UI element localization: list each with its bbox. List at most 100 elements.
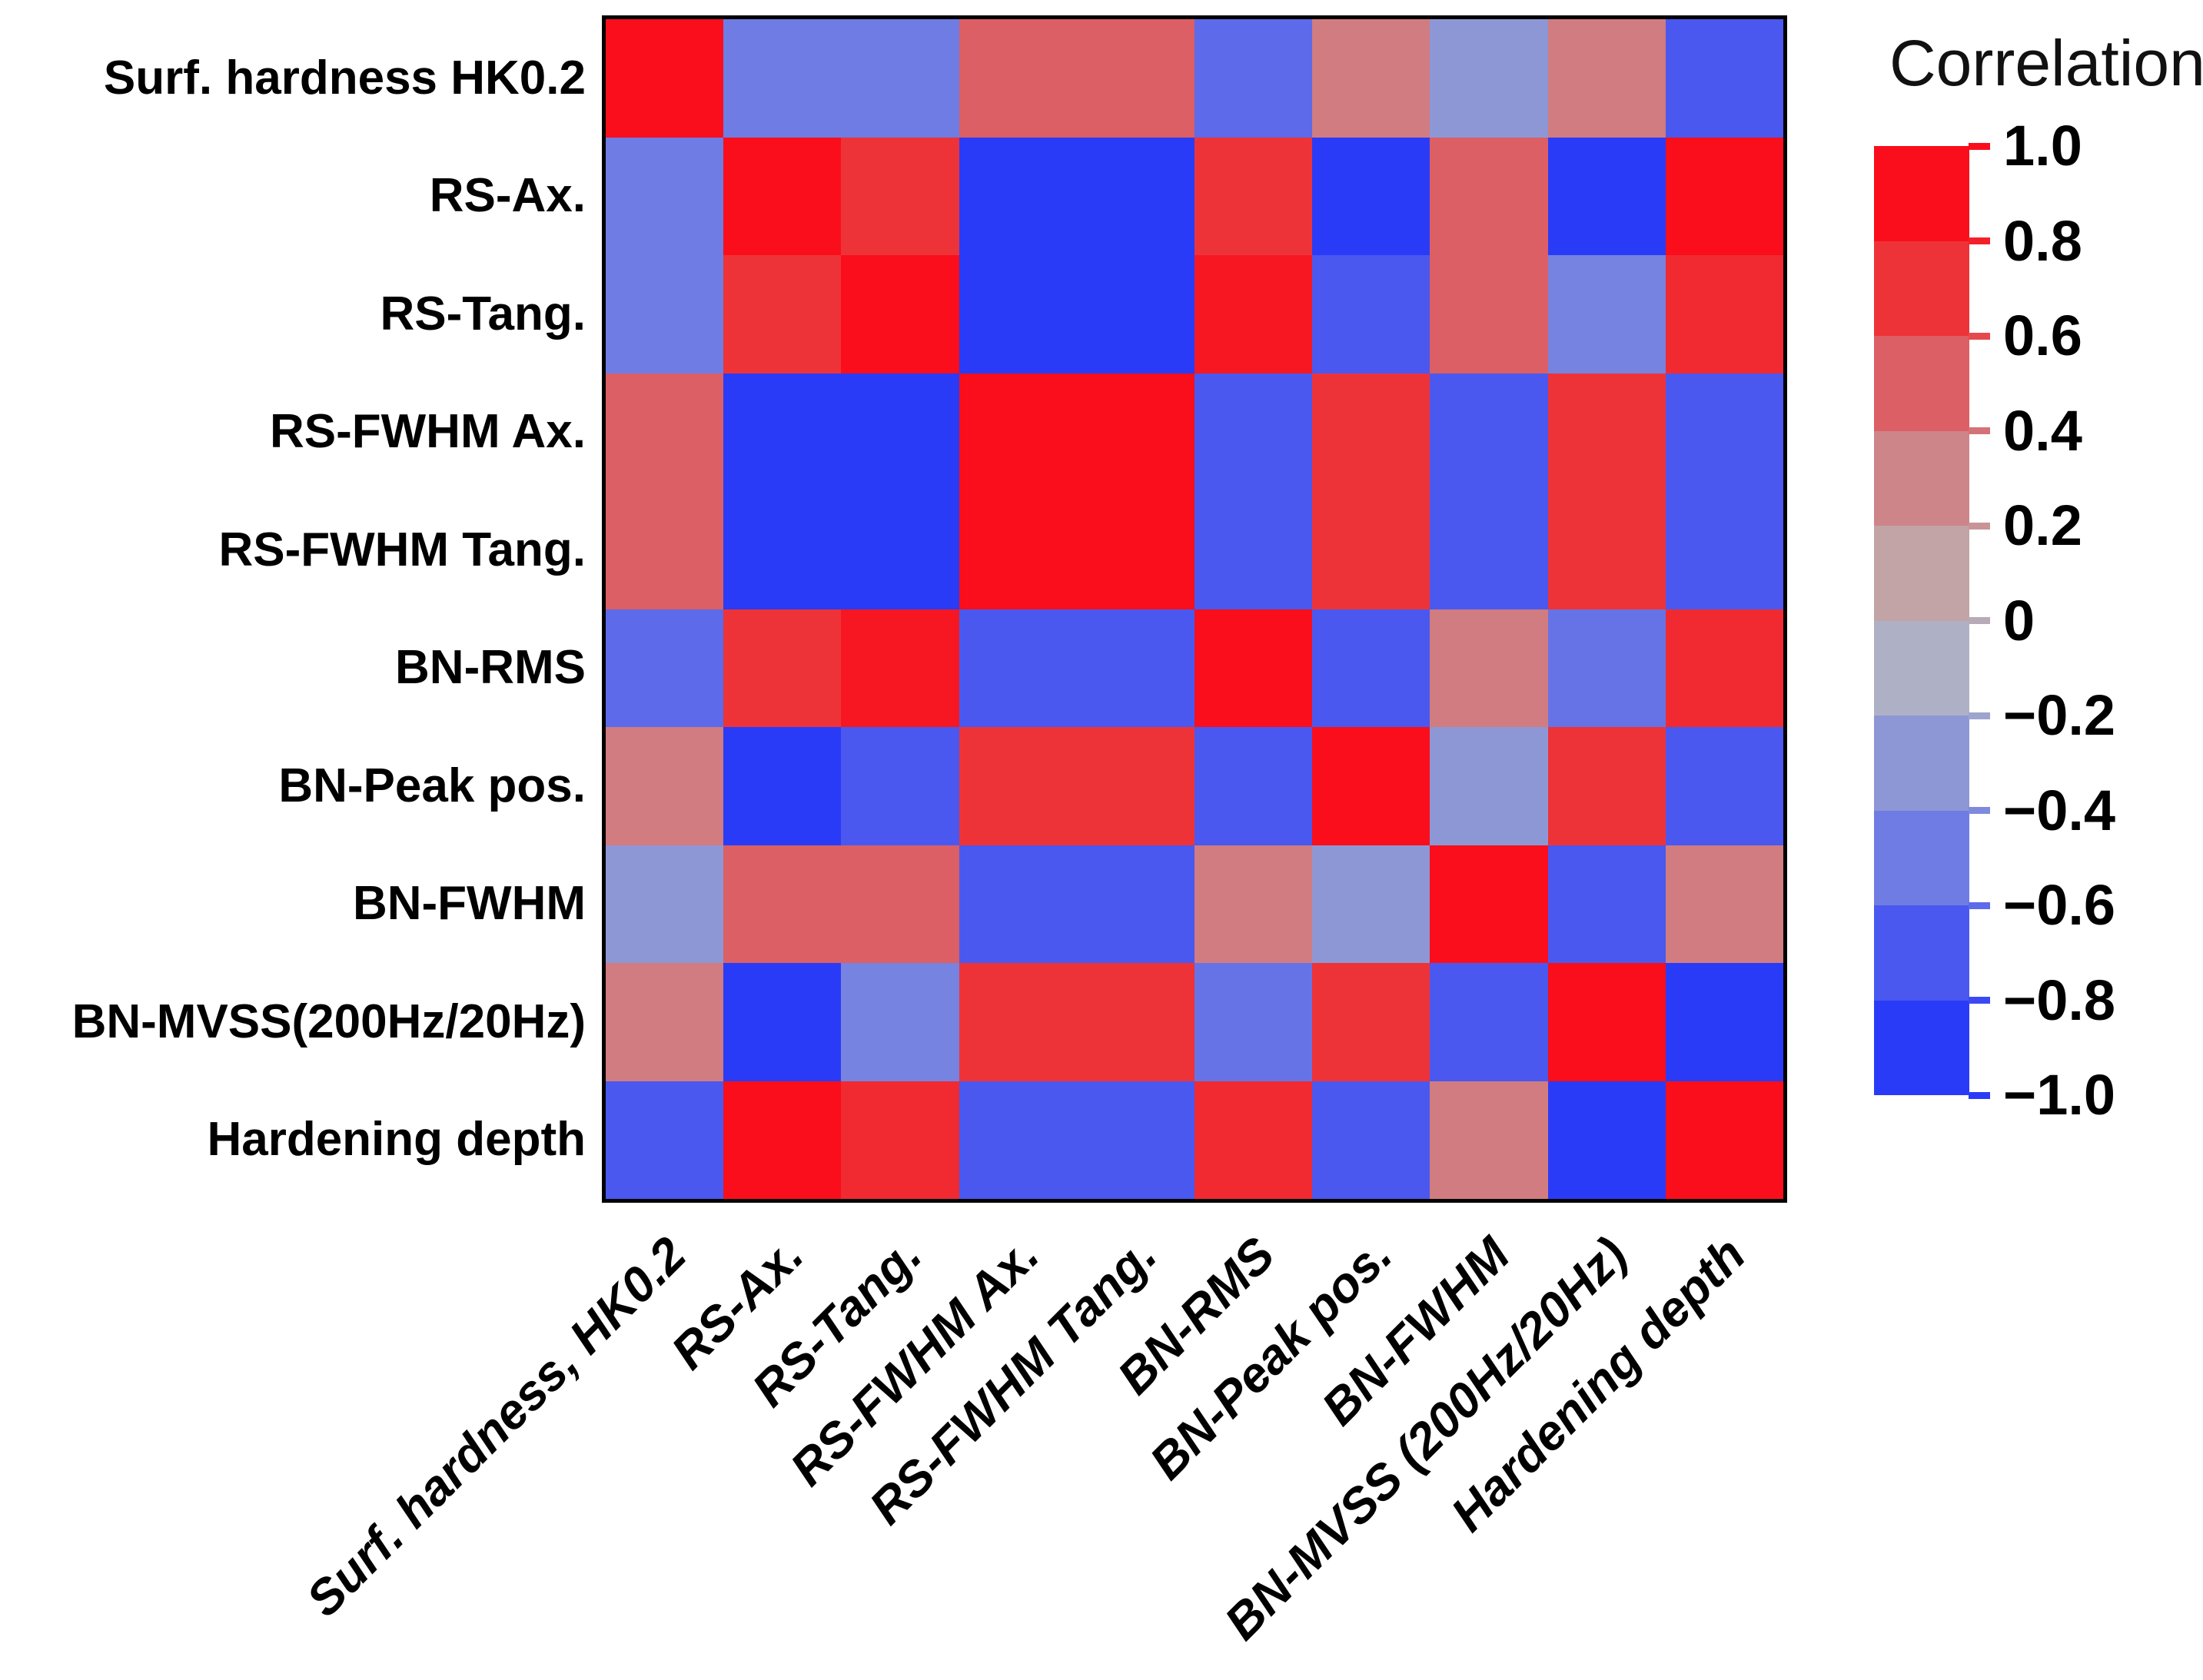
heatmap-cell xyxy=(959,491,1077,609)
heatmap-cell xyxy=(959,373,1077,491)
heatmap-cell xyxy=(1430,1081,1548,1199)
heatmap-cell xyxy=(1076,137,1195,255)
y-axis-label: Surf. hardness HK0.2 xyxy=(103,51,586,105)
colorbar-tick-label: 0.2 xyxy=(2003,493,2082,557)
heatmap-cell xyxy=(606,609,724,727)
colorbar-tick-label: 0.6 xyxy=(2003,304,2082,367)
heatmap-cell xyxy=(1665,255,1783,374)
heatmap-cell xyxy=(1665,373,1783,491)
heatmap-cell xyxy=(606,491,724,609)
heatmap-cell xyxy=(959,963,1077,1081)
heatmap-cell xyxy=(1076,845,1195,963)
heatmap-cell xyxy=(1312,963,1430,1081)
heatmap-cell xyxy=(723,609,842,727)
heatmap-cell xyxy=(1312,137,1430,255)
heatmap-cell xyxy=(1547,727,1666,845)
heatmap-cell xyxy=(1665,137,1783,255)
colorbar-segment xyxy=(1874,905,1969,1001)
y-axis-label: RS-FWHM Tang. xyxy=(218,523,586,576)
heatmap-cell xyxy=(723,963,842,1081)
heatmap-cell xyxy=(1194,137,1313,255)
heatmap-cell xyxy=(1312,609,1430,727)
heatmap-cell xyxy=(723,1081,842,1199)
heatmap-cell xyxy=(1547,1081,1666,1199)
heatmap-cell xyxy=(1547,255,1666,374)
colorbar-segment xyxy=(1874,715,1969,811)
y-axis-label: BN-RMS xyxy=(395,641,586,695)
heatmap-cell xyxy=(841,137,959,255)
heatmap-cell xyxy=(1430,609,1548,727)
colorbar-tick xyxy=(1969,997,1990,1004)
heatmap-cell xyxy=(1194,255,1313,374)
heatmap-cell xyxy=(1312,491,1430,609)
colorbar-tick-label: 0.4 xyxy=(2003,398,2082,463)
heatmap-cell xyxy=(723,255,842,374)
heatmap-cell xyxy=(841,609,959,727)
heatmap-cell xyxy=(1665,727,1783,845)
heatmap-cell xyxy=(1076,255,1195,374)
y-axis-label: BN-FWHM xyxy=(352,877,586,931)
heatmap-cell xyxy=(606,373,724,491)
heatmap-cell xyxy=(1430,491,1548,609)
colorbar-tick xyxy=(1969,807,1990,814)
heatmap-cell xyxy=(606,255,724,374)
heatmap-cell xyxy=(1665,609,1783,727)
colorbar-tick xyxy=(1969,332,1990,340)
heatmap-cell xyxy=(959,1081,1077,1199)
heatmap-cell xyxy=(1076,19,1195,138)
heatmap-cell xyxy=(959,845,1077,963)
colorbar-tick xyxy=(1969,1091,1990,1099)
colorbar-tick-label: −0.2 xyxy=(2003,683,2116,747)
heatmap-cell xyxy=(1312,1081,1430,1199)
heatmap-cell xyxy=(1430,845,1548,963)
heatmap-cell xyxy=(723,845,842,963)
colorbar-tick-label: −0.6 xyxy=(2003,873,2116,937)
heatmap-cell xyxy=(841,963,959,1081)
heatmap-cell xyxy=(723,727,842,845)
heatmap-cell xyxy=(1194,845,1313,963)
colorbar-segment xyxy=(1874,430,1969,526)
heatmap-cell xyxy=(1547,19,1666,138)
heatmap-cell xyxy=(606,137,724,255)
colorbar-segment xyxy=(1874,336,1969,431)
y-axis-label: BN-Peak pos. xyxy=(278,759,586,812)
heatmap-cell xyxy=(959,19,1077,138)
heatmap-cell xyxy=(1312,255,1430,374)
colorbar-tick xyxy=(1969,522,1990,530)
heatmap-cell xyxy=(1430,727,1548,845)
heatmap-cell xyxy=(841,727,959,845)
colorbar-tick xyxy=(1969,617,1990,624)
heatmap-cell xyxy=(841,19,959,138)
heatmap-cell xyxy=(1312,19,1430,138)
y-axis-label: RS-FWHM Ax. xyxy=(270,405,586,459)
heatmap-cell xyxy=(606,1081,724,1199)
colorbar-tick xyxy=(1969,901,1990,909)
heatmap-cell xyxy=(1547,137,1666,255)
heatmap-cell xyxy=(1665,491,1783,609)
colorbar-segment xyxy=(1874,241,1969,336)
heatmap-cell xyxy=(723,19,842,138)
heatmap-cell xyxy=(959,727,1077,845)
heatmap-cell xyxy=(1547,609,1666,727)
heatmap-cell xyxy=(1194,491,1313,609)
colorbar-segment xyxy=(1874,146,1969,241)
colorbar-tick xyxy=(1969,427,1990,434)
colorbar-tick-label: 1.0 xyxy=(2003,114,2082,178)
heatmap-cell xyxy=(1547,963,1666,1081)
heatmap-cell xyxy=(1430,255,1548,374)
colorbar-tick-label: −0.4 xyxy=(2003,778,2116,842)
heatmap-cell xyxy=(841,845,959,963)
heatmap-cell xyxy=(723,491,842,609)
y-axis-label: BN-MVSS(200Hz/20Hz) xyxy=(71,994,586,1048)
heatmap-cell xyxy=(1194,373,1313,491)
colorbar-title: Correlation xyxy=(1889,27,2203,99)
heatmap-cell xyxy=(1665,963,1783,1081)
heatmap-cell xyxy=(959,137,1077,255)
heatmap-cell xyxy=(1194,727,1313,845)
heatmap-cell xyxy=(1076,373,1195,491)
heatmap-cell xyxy=(1194,1081,1313,1199)
heatmap-cell xyxy=(841,1081,959,1199)
colorbar-tick-label: 0.8 xyxy=(2003,208,2082,273)
heatmap-cell xyxy=(1076,609,1195,727)
